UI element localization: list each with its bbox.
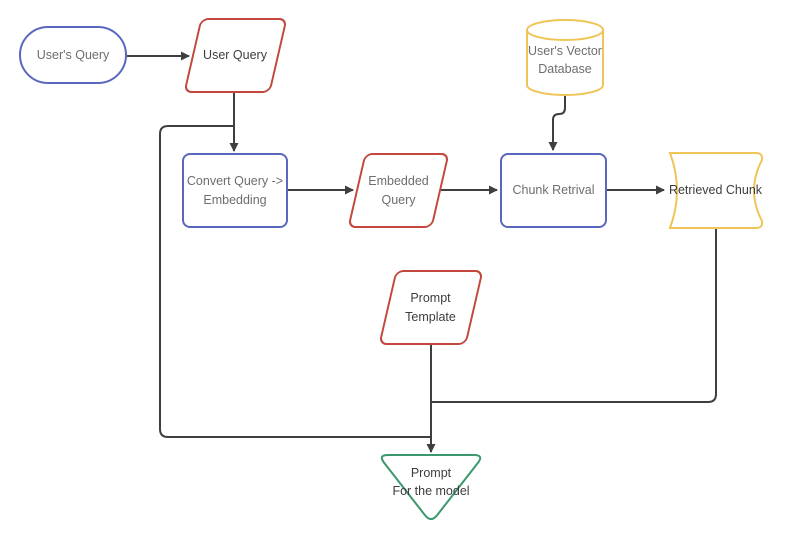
node-users-vector-database[interactable] (526, 19, 604, 96)
edge-retrieved-to-prompt (432, 228, 717, 403)
node-chunk-retrieval[interactable] (500, 153, 607, 228)
node-prompt-for-model[interactable] (380, 454, 482, 521)
cylinder-top[interactable] (526, 19, 604, 41)
node-prompt-template[interactable] (378, 270, 484, 345)
cylinder-body[interactable] (526, 30, 604, 96)
node-user-query[interactable] (183, 18, 288, 93)
edge-database-to-chunk (548, 95, 566, 151)
node-embedded-query[interactable] (347, 153, 450, 228)
edge-user-query-branch-to-prompt (159, 125, 431, 438)
node-convert-query-embedding[interactable] (182, 153, 288, 228)
node-users-query[interactable] (19, 26, 127, 84)
node-retrieved-chunk[interactable] (668, 152, 764, 229)
